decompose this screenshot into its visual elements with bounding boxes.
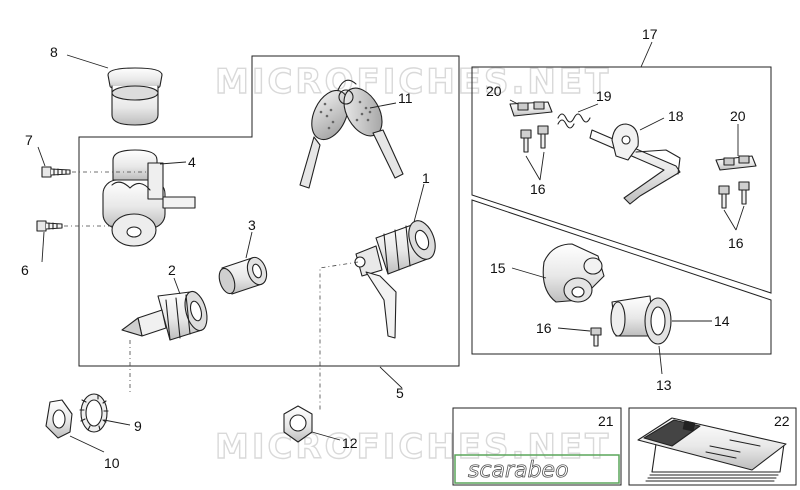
ignition-lock-part-4 [102, 149, 196, 247]
manual-box-21 [452, 407, 622, 486]
cam-kit-frame [471, 199, 772, 355]
callout-21: 21 [598, 413, 614, 429]
callout-9: 9 [134, 418, 142, 434]
latch-hook-part-18 [589, 123, 681, 205]
clip-part-20-right [715, 155, 757, 171]
keys-part-11 [299, 79, 404, 189]
callout-14: 14 [714, 313, 730, 329]
cam-part-15 [542, 243, 605, 303]
callout-16-upper: 16 [530, 181, 546, 197]
callout-16-right: 16 [728, 235, 744, 251]
seat-latch-frame [471, 66, 772, 294]
lock-set-frame [78, 55, 460, 367]
screw-part-7 [41, 166, 71, 178]
callout-22: 22 [774, 413, 790, 429]
callout-6: 6 [21, 262, 29, 278]
clip-part-20-left [509, 101, 553, 117]
callout-20-left: 20 [486, 83, 502, 99]
callout-2: 2 [168, 262, 176, 278]
washer-part-9 [79, 393, 109, 433]
nut-part-10 [45, 399, 73, 439]
callout-5: 5 [396, 385, 404, 401]
callout-12: 12 [342, 435, 358, 451]
sleeve-part-14 [610, 295, 672, 345]
callout-7: 7 [25, 132, 33, 148]
callout-19: 19 [596, 88, 612, 104]
callout-10: 10 [104, 455, 120, 471]
lock-barrel-part-2 [121, 290, 208, 341]
seat-lock-part-1 [354, 220, 436, 339]
callout-16-lower: 16 [536, 320, 552, 336]
scarabeo-logo-box-21: scarabeo [454, 454, 620, 484]
leader-lines [37, 41, 745, 453]
scarabeo-logo: scarabeo [468, 458, 569, 483]
screw-part-16-lower [590, 327, 602, 347]
cylinder-part-3 [218, 256, 268, 295]
axis-line-1 [319, 261, 359, 410]
callouts: 8 7 4 6 3 2 11 1 5 9 10 12 17 20 20 19 1… [21, 26, 790, 471]
callout-15: 15 [490, 260, 506, 276]
screws-part-16-upper [520, 125, 549, 153]
callout-20-right: 20 [730, 108, 746, 124]
manual-booklet-box-22 [637, 417, 787, 482]
callout-11: 11 [398, 90, 413, 106]
watermark-top: MICROFICHES.NET [215, 62, 611, 102]
callout-17: 17 [642, 26, 658, 42]
screws-part-16-right [718, 181, 750, 209]
watermark-bottom: MICROFICHES.NET [215, 427, 611, 467]
spring-part-19 [557, 113, 591, 129]
callout-4: 4 [188, 154, 196, 170]
screw-part-6 [36, 220, 63, 232]
callout-8: 8 [50, 44, 58, 60]
manual-box-22 [628, 407, 797, 486]
bush-part-8 [107, 67, 163, 126]
callout-3: 3 [248, 217, 256, 233]
callout-1: 1 [422, 170, 430, 186]
callout-13: 13 [656, 377, 672, 393]
callout-18: 18 [668, 108, 684, 124]
